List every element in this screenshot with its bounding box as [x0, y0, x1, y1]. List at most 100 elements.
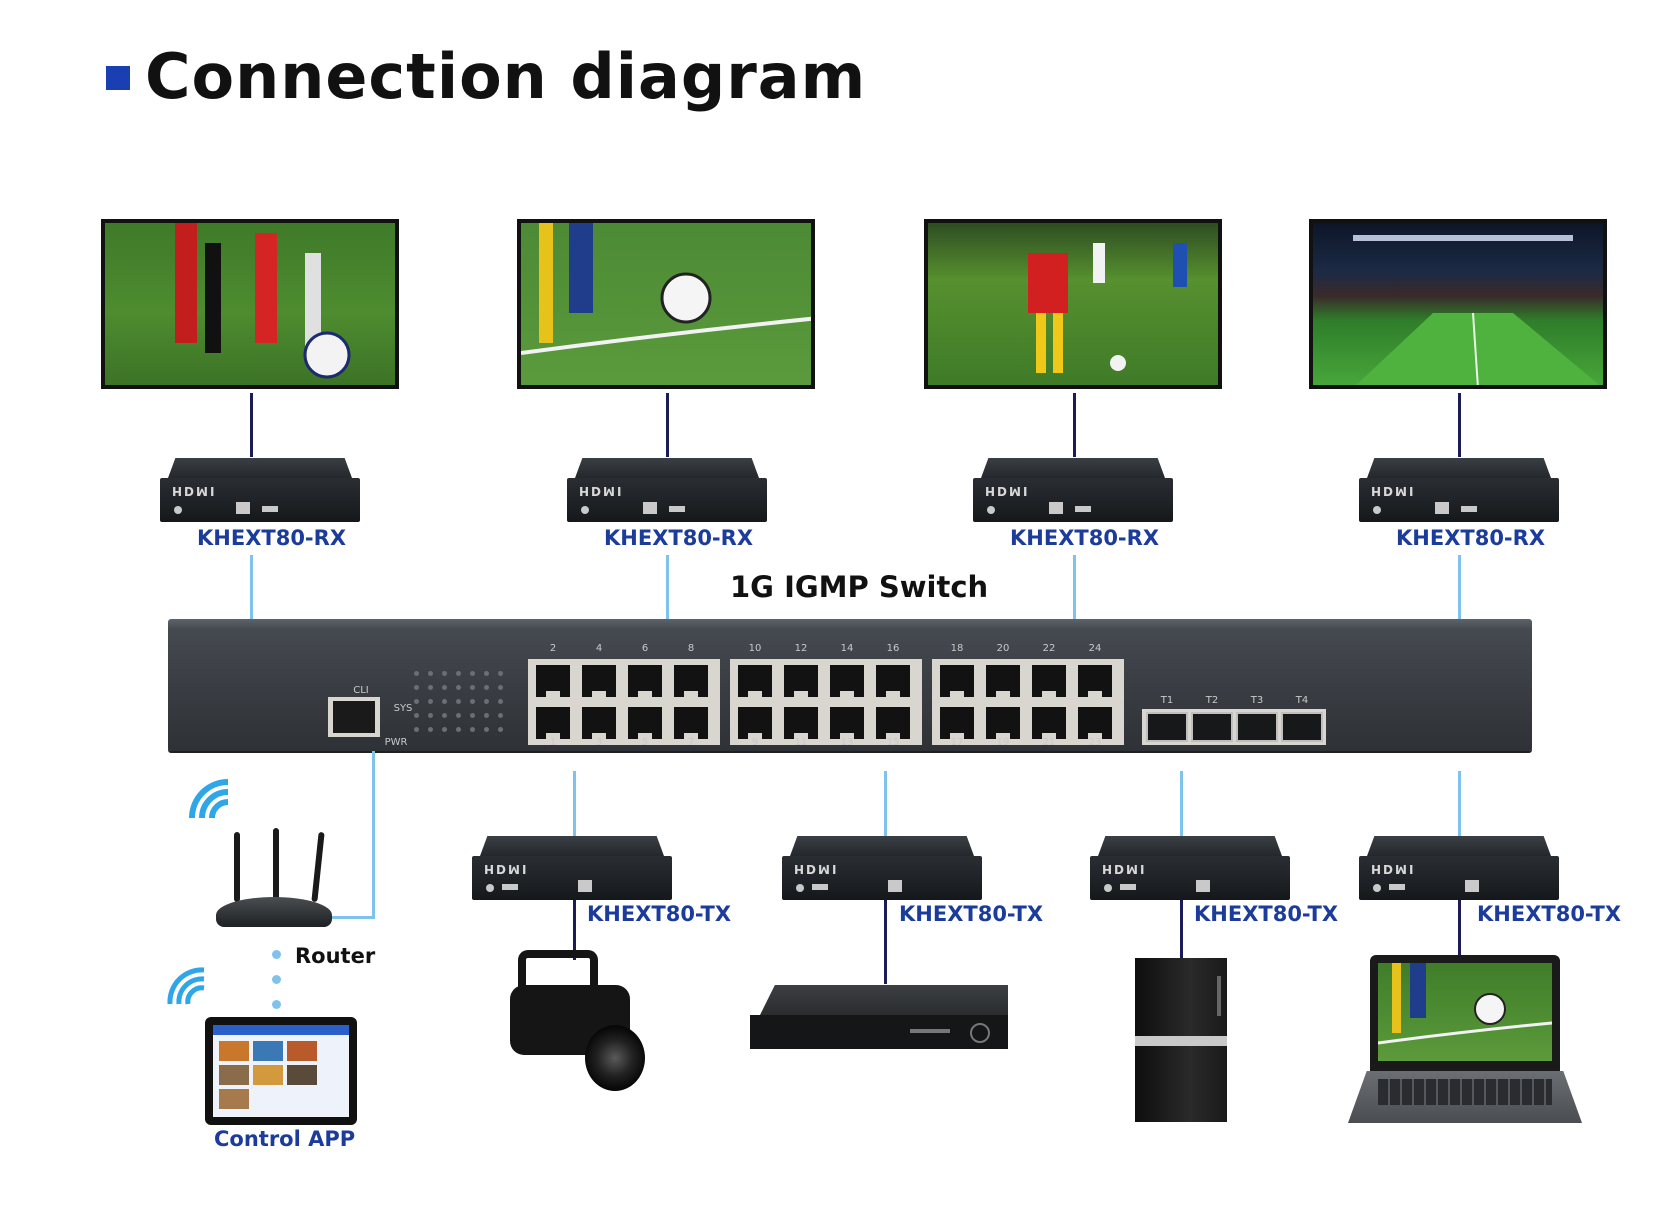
switch-router-link [372, 751, 375, 919]
transmitter-label: KHEXT80-TX [1194, 902, 1339, 926]
port-number-bottom: 7 [687, 737, 695, 748]
port-number-bottom: 11 [794, 737, 808, 748]
status-led [498, 671, 503, 676]
transmitter-box: HDMI [782, 836, 982, 900]
port-number-top: 20 [996, 643, 1010, 654]
sfp-port [1281, 712, 1323, 742]
status-led [484, 713, 489, 718]
tablet-icon [205, 1017, 357, 1125]
status-led [498, 713, 503, 718]
status-led [456, 713, 461, 718]
status-led [414, 685, 419, 690]
sfp-label: T2 [1205, 695, 1219, 706]
ethernet-port [782, 705, 820, 741]
status-led [442, 713, 447, 718]
desktop-pc-icon [1135, 958, 1227, 1122]
ethernet-port [672, 663, 710, 699]
status-led [498, 685, 503, 690]
status-led [456, 685, 461, 690]
ethernet-port [1030, 705, 1068, 741]
tx-source-link [1180, 900, 1183, 958]
status-led [484, 699, 489, 704]
transmitter-label: KHEXT80-TX [899, 902, 1044, 926]
switch-tx-link [1180, 771, 1183, 837]
router-icon [216, 897, 332, 927]
transmitter-box: HDMI [1090, 836, 1290, 900]
title-marker [106, 66, 130, 90]
status-led [414, 671, 419, 676]
stadium-scene [1353, 235, 1600, 385]
receiver-label: KHEXT80-RX [1396, 526, 1546, 550]
ethernet-port [828, 663, 866, 699]
camcorder-lens [585, 1025, 645, 1091]
port-number-bottom: 1 [549, 737, 557, 748]
ethernet-port [736, 705, 774, 741]
camcorder-handle [518, 950, 598, 990]
status-led [470, 713, 475, 718]
receiver-box: HDMI [1359, 458, 1559, 522]
ethernet-port [580, 705, 618, 741]
hdmi-logo: HDMI [1371, 484, 1416, 498]
laptop-icon [1370, 955, 1560, 1071]
status-led [428, 685, 433, 690]
sfp-port [1236, 712, 1278, 742]
switch-label: 1G IGMP Switch [730, 570, 989, 604]
wifi-icon [184, 778, 236, 835]
rx-switch-link [666, 555, 669, 619]
laptop-base [1348, 1071, 1582, 1123]
tx-source-link [884, 900, 887, 984]
transmitter-box: HDMI [472, 836, 672, 900]
pwr-label: PWR [384, 737, 408, 748]
port-number-top: 16 [886, 643, 900, 654]
status-led [428, 671, 433, 676]
status-led [470, 699, 475, 704]
monitor-icon [101, 219, 399, 389]
status-led [428, 727, 433, 732]
port-number-bottom: 13 [840, 737, 854, 748]
rx-switch-link [1458, 555, 1461, 619]
port-number-top: 12 [794, 643, 808, 654]
nvr-icon [750, 985, 1008, 1055]
ethernet-port [534, 663, 572, 699]
ethernet-port [938, 705, 976, 741]
status-led [470, 685, 475, 690]
ethernet-port [782, 663, 820, 699]
receiver-box: HDMI [160, 458, 360, 522]
status-led [484, 685, 489, 690]
status-led [414, 713, 419, 718]
switch-tx-link [573, 771, 576, 837]
router-antenna [234, 832, 240, 902]
switch-router-link-h [330, 916, 375, 919]
tx-source-link [1458, 900, 1461, 955]
ethernet-port [1076, 663, 1114, 699]
rx-switch-link [250, 555, 253, 619]
monitor-icon [924, 219, 1222, 389]
port-number-bottom: 17 [950, 737, 964, 748]
receiver-label: KHEXT80-RX [197, 526, 347, 550]
port-number-bottom: 5 [641, 737, 649, 748]
hdmi-logo: HDMI [1371, 862, 1416, 876]
monitor-rx-link [250, 393, 253, 457]
monitor-icon [1309, 219, 1607, 389]
port-number-top: 22 [1042, 643, 1056, 654]
page-title: Connection diagram [145, 40, 867, 113]
hdmi-logo: HDMI [484, 862, 529, 876]
control-app-label: Control APP [214, 1127, 356, 1151]
monitor-rx-link [1073, 393, 1076, 457]
sfp-label: T1 [1160, 695, 1174, 706]
ethernet-port [626, 705, 664, 741]
link-dot [272, 950, 281, 959]
monitor-icon [517, 219, 815, 389]
receiver-label: KHEXT80-RX [604, 526, 754, 550]
port-number-top: 14 [840, 643, 854, 654]
ethernet-port [984, 663, 1022, 699]
sfp-label: T4 [1295, 695, 1309, 706]
transmitter-label: KHEXT80-TX [587, 902, 732, 926]
sfp-label: T3 [1250, 695, 1264, 706]
port-number-top: 4 [595, 643, 603, 654]
transmitter-box: HDMI [1359, 836, 1559, 900]
status-led [470, 671, 475, 676]
port-number-bottom: 23 [1088, 737, 1102, 748]
status-led [442, 727, 447, 732]
